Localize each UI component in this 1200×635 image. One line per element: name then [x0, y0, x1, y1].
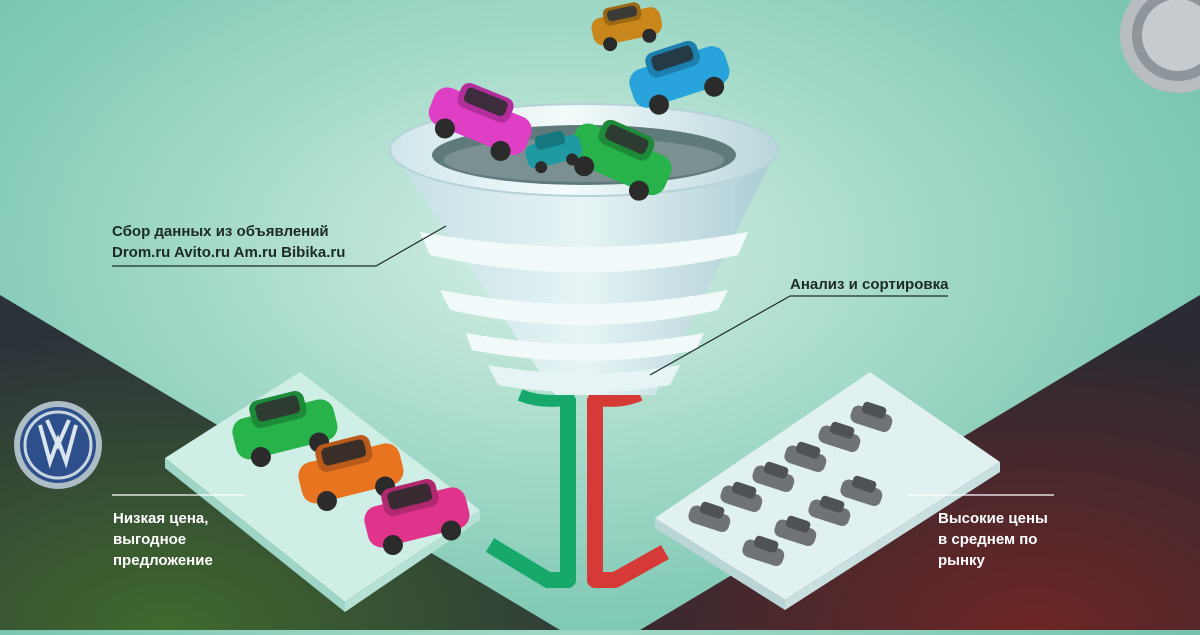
car-teal-icon — [525, 130, 583, 174]
car-orange-icon — [298, 435, 404, 512]
car-gray-icon — [850, 401, 893, 432]
car-gray-icon — [774, 515, 817, 546]
high-price-label: Высокие цены в среднем по рынку — [938, 508, 1048, 571]
analysis-label: Анализ и сортировка — [790, 274, 948, 295]
volkswagen-logo-icon — [14, 401, 102, 489]
red-pipe — [586, 389, 669, 588]
car-gray-icon — [752, 461, 795, 492]
car-gold-icon — [591, 2, 663, 52]
car-gray-icon — [720, 481, 763, 512]
gray-cars-group — [688, 401, 893, 566]
car-green-top-icon — [568, 119, 672, 201]
collect-label-line2: Drom.ru Avito.ru Am.ru Bibika.ru — [112, 244, 346, 261]
car-gray-icon — [808, 495, 851, 526]
high-price-platform — [655, 372, 1000, 610]
car-emblem-icon — [1120, 0, 1200, 93]
low-price-label: Низкая цена, выгодное предложение — [113, 508, 213, 571]
car-gray-icon — [784, 441, 827, 472]
collect-label: Сбор данных из объявлений Drom.ru Avito.… — [112, 221, 345, 263]
collect-label-line1: Сбор данных из объявлений — [112, 223, 329, 240]
leader-lines — [112, 225, 948, 376]
high-price-line2: в среднем по — [938, 531, 1038, 548]
high-price-line1: Высокие цены — [938, 510, 1048, 527]
low-price-line2: выгодное — [113, 531, 187, 548]
car-pink-icon — [364, 479, 470, 556]
low-price-line1: Низкая цена, — [113, 510, 209, 527]
car-gray-icon — [818, 421, 861, 452]
car-blue-icon — [629, 40, 730, 115]
car-green-icon — [232, 391, 338, 468]
car-gray-icon — [840, 475, 883, 506]
analysis-label-text: Анализ и сортировка — [790, 276, 949, 293]
green-pipe — [485, 389, 577, 588]
car-gray-icon — [742, 535, 785, 566]
high-price-line3: рынку — [938, 552, 985, 569]
low-price-line3: предложение — [113, 552, 213, 569]
car-gray-icon — [688, 501, 731, 532]
car-magenta-icon — [428, 82, 532, 161]
